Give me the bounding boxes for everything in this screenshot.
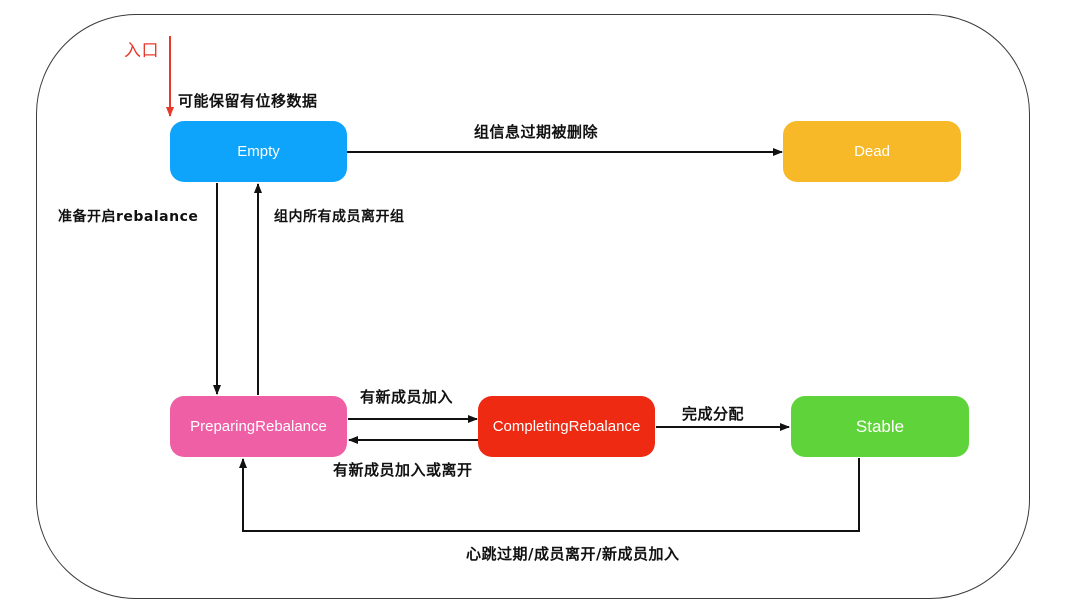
label-entry-note: 可能保留有位移数据 — [178, 92, 318, 110]
state-empty: Empty — [170, 121, 347, 182]
entry-label: 入口 — [124, 41, 159, 61]
state-preparing-rebalance-label: PreparingRebalance — [190, 418, 327, 435]
label-completing-to-preparing: 有新成员加入或离开 — [333, 461, 473, 479]
state-dead: Dead — [783, 121, 961, 182]
label-empty-to-preparing: 准备开启rebalance — [58, 209, 199, 225]
state-preparing-rebalance: PreparingRebalance — [170, 396, 347, 457]
label-completing-to-stable: 完成分配 — [682, 405, 745, 423]
edge-stable-to-preparing — [239, 458, 860, 532]
label-preparing-to-completing: 有新成员加入 — [360, 388, 454, 406]
state-completing-rebalance: CompletingRebalance — [478, 396, 655, 457]
state-dead-label: Dead — [854, 143, 890, 160]
label-stable-to-preparing: 心跳过期/成员离开/新成员加入 — [466, 545, 680, 563]
state-stable-label: Stable — [855, 416, 905, 436]
label-empty-to-dead: 组信息过期被删除 — [474, 123, 599, 141]
label-preparing-to-empty: 组内所有成员离开组 — [274, 209, 405, 225]
diagram-frame — [36, 14, 1030, 599]
state-empty-label: Empty — [237, 143, 280, 160]
state-stable: Stable — [791, 396, 969, 457]
state-completing-rebalance-label: CompletingRebalance — [492, 418, 641, 435]
